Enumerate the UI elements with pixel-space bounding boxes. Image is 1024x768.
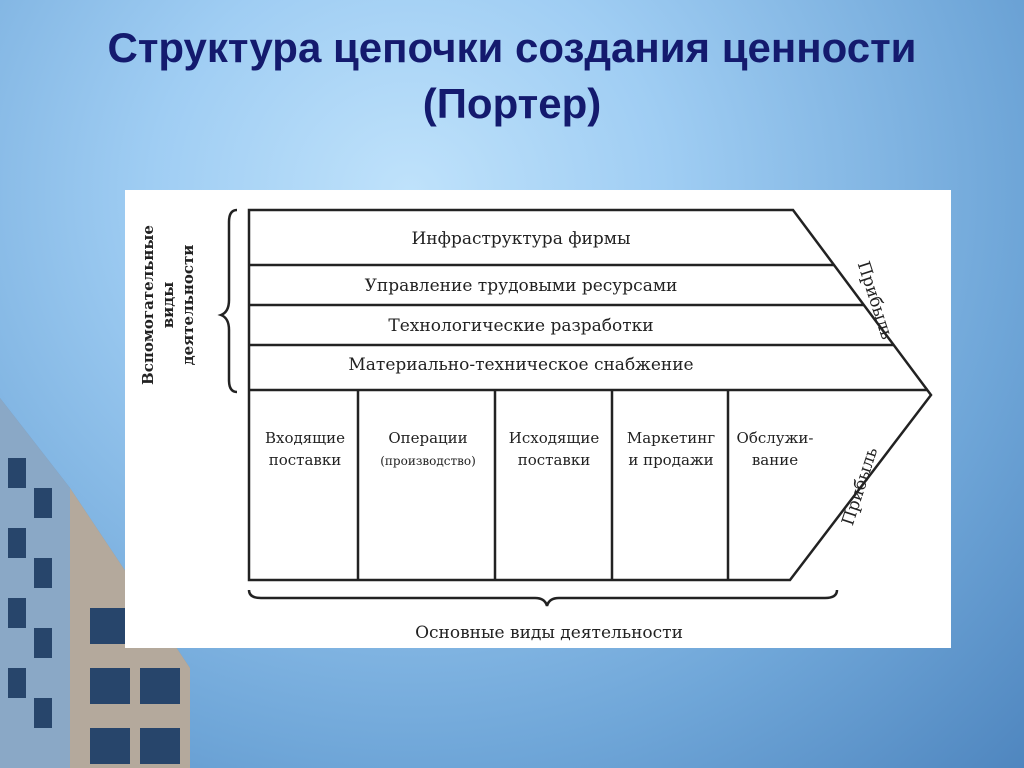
primary-operations-line1: Операции xyxy=(388,429,467,447)
support-activity-infrastructure: Инфраструктура фирмы xyxy=(411,229,630,249)
support-brace xyxy=(217,208,238,394)
primary-inbound-line1: Входящие xyxy=(265,429,345,447)
value-chain-diagram: Инфраструктура фирмы Управление трудовым… xyxy=(125,190,951,648)
primary-inbound-line2: поставки xyxy=(269,451,342,469)
primary-service-line2: вание xyxy=(752,451,798,469)
primary-operations-line2: (производство) xyxy=(380,454,476,468)
primary-service-line1: Обслужи- xyxy=(737,429,814,447)
support-activity-procurement: Материально-техническое снабжение xyxy=(348,355,693,375)
slide-title: Структура цепочки создания ценности (Пор… xyxy=(0,20,1024,132)
primary-marketing-line2: и продажи xyxy=(628,451,713,469)
value-chain-svg: Инфраструктура фирмы Управление трудовым… xyxy=(139,208,933,643)
support-label-line3: деятельности xyxy=(179,245,197,366)
primary-marketing-line1: Маркетинг xyxy=(627,429,715,447)
primary-outbound-line2: поставки xyxy=(518,451,591,469)
support-activity-hr: Управление трудовыми ресурсами xyxy=(365,276,678,296)
primary-outbound-line1: Исходящие xyxy=(509,429,600,447)
title-line-1: Структура цепочки создания ценности xyxy=(107,24,917,71)
support-label-line1: Вспомогательные xyxy=(139,225,157,385)
primary-activities-label: Основные виды деятельности xyxy=(415,623,683,643)
primary-brace xyxy=(247,589,839,607)
support-label-line2: виды xyxy=(159,282,177,329)
title-line-2: (Портер) xyxy=(422,80,602,127)
support-activity-technology: Технологические разработки xyxy=(388,316,653,336)
margin-label-bottom: Прибыль xyxy=(838,445,882,528)
value-chain-outline xyxy=(247,208,933,582)
